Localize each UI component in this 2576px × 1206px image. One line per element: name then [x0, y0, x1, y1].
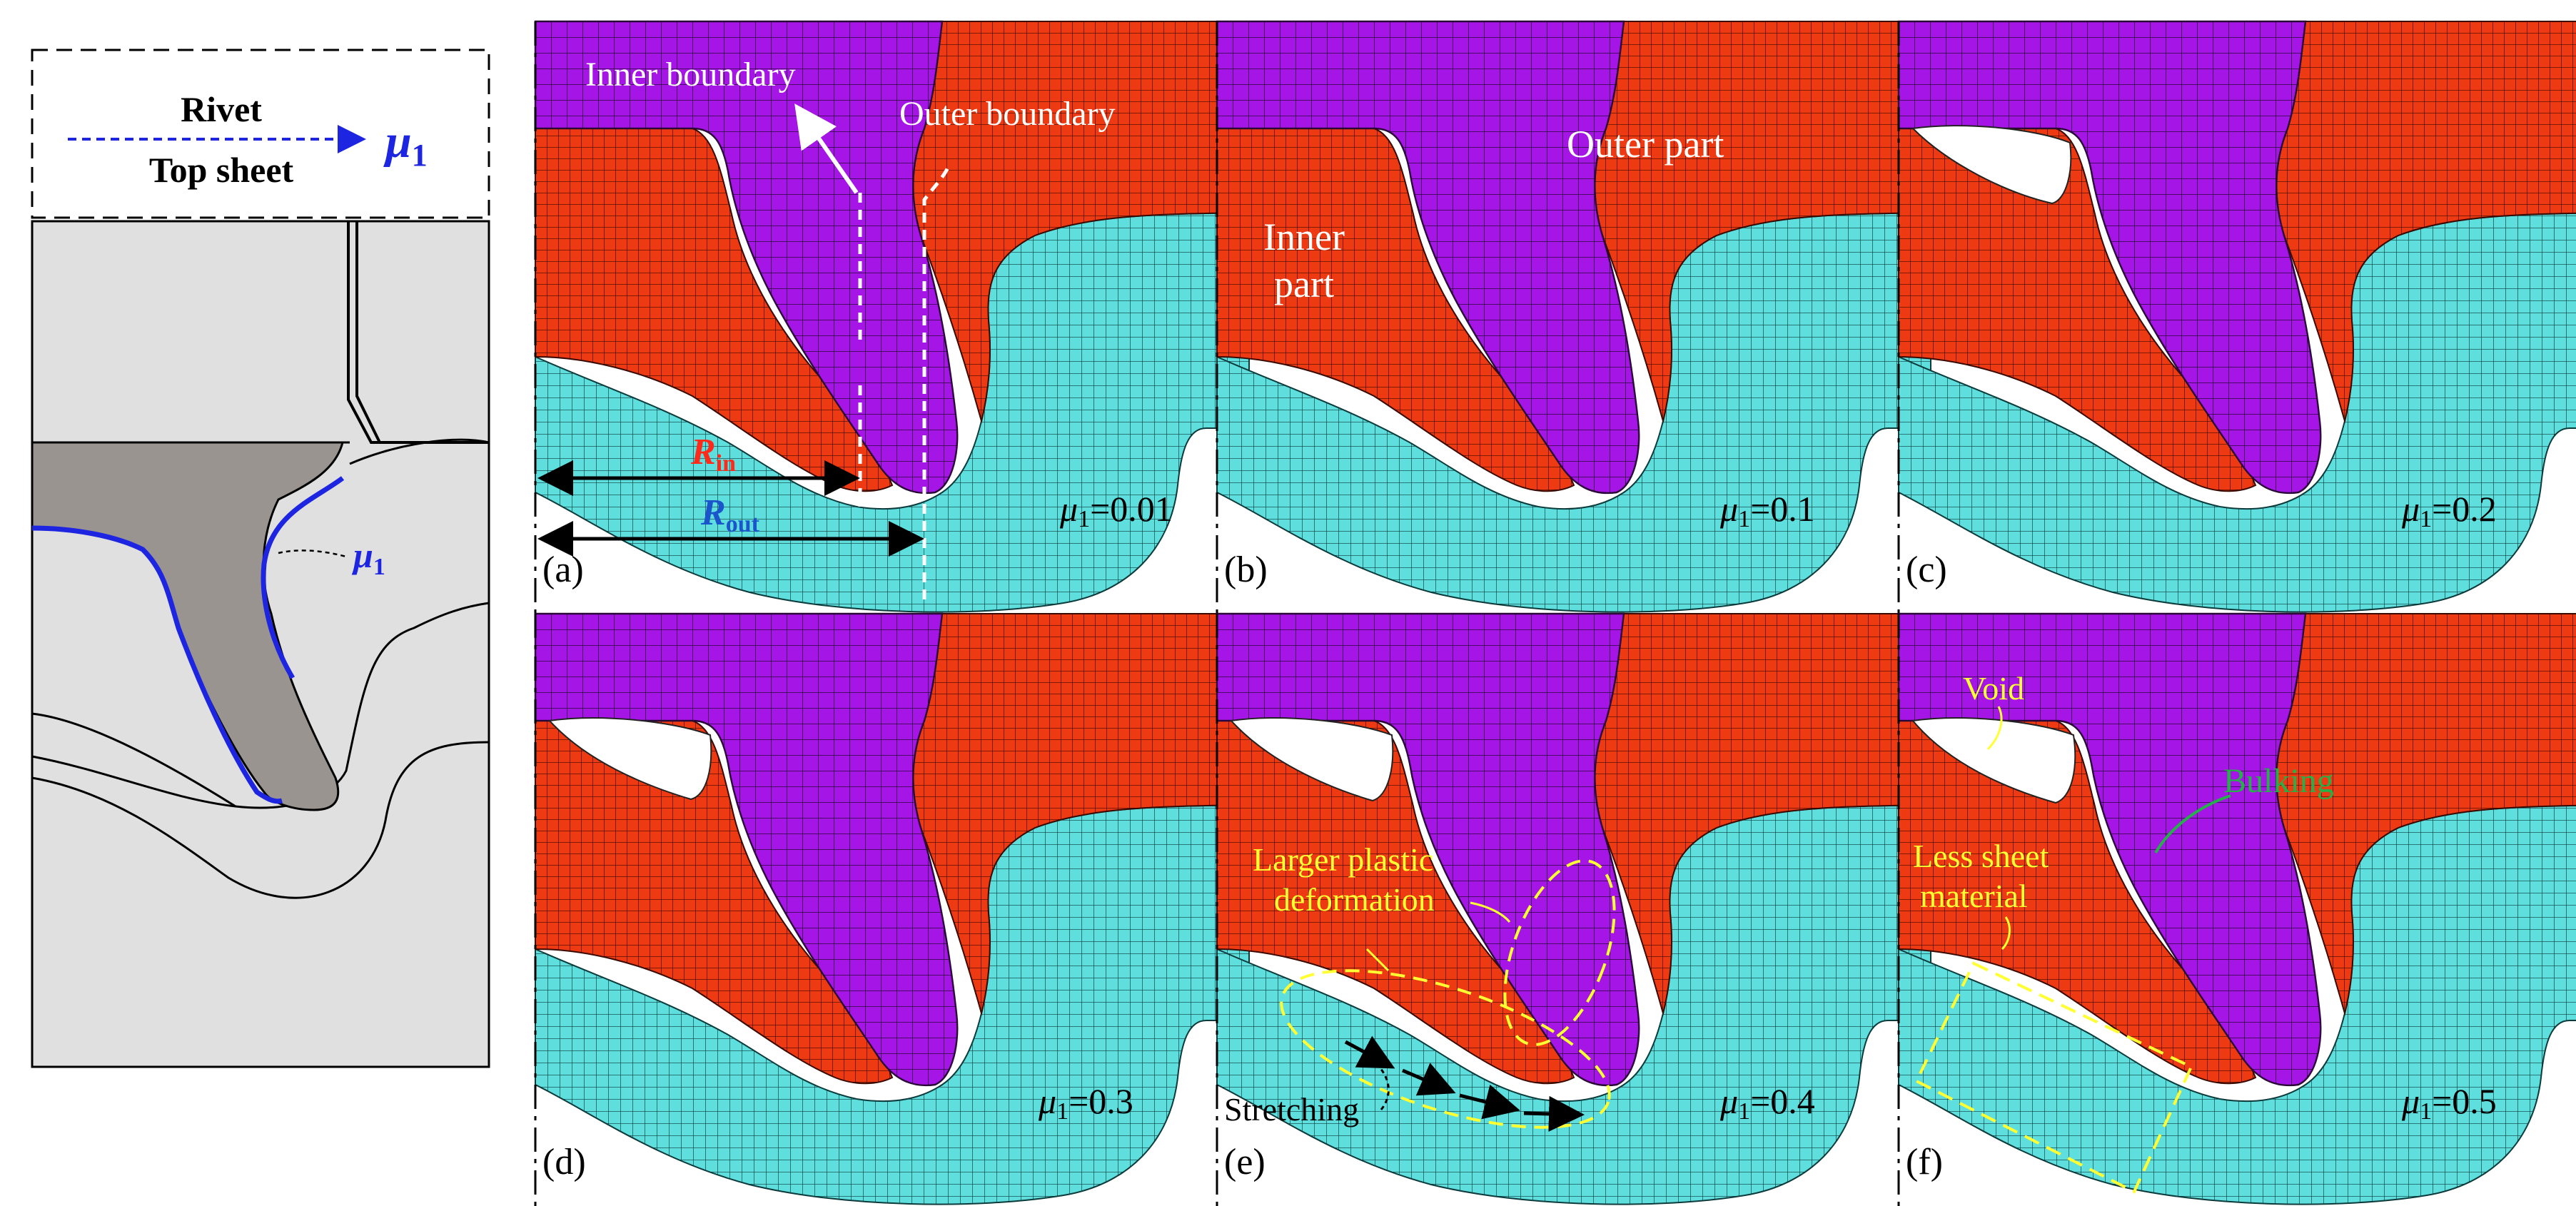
- right-arrow-icon: [1344, 1035, 1395, 1069]
- bulking-label: Bulking: [2223, 762, 2334, 800]
- schematic-mu-label: μ1: [351, 535, 385, 580]
- panel-label-c: (c): [1906, 549, 1947, 590]
- less-sheet-leader: [2001, 916, 2011, 951]
- panel-label-a: (a): [542, 549, 584, 590]
- schematic-bottom-sheet-outline: [31, 712, 490, 899]
- bulking-leader: [2154, 794, 2231, 853]
- stretching-leader: [1366, 1055, 1390, 1110]
- fe-mesh-d: [534, 612, 1251, 1206]
- r-out-label: Rout: [700, 492, 760, 537]
- larger-plastic-label: Larger plastic deformation: [1253, 841, 1442, 918]
- legend-mu-label: μ1: [383, 116, 428, 173]
- panel-c: μ1=0.2 (c): [1897, 20, 2576, 615]
- mu-value-c: μ1=0.2: [2401, 489, 2497, 532]
- panel-label-e: (e): [1224, 1142, 1266, 1182]
- mu-label-leader: [278, 549, 347, 558]
- panel-e: Larger plastic deformation Stretching μ1…: [1216, 612, 1932, 1206]
- mu-value-f: μ1=0.5: [2401, 1081, 2497, 1125]
- stretch-arrow-3: [1459, 1084, 1520, 1120]
- stretch-arrow-2: [1402, 1063, 1456, 1096]
- inner-part-label: Inner part: [1263, 216, 1354, 305]
- legend-top-sheet-label: Top sheet: [149, 150, 294, 190]
- mu-value-b: μ1=0.1: [1719, 489, 1815, 532]
- inner-boundary-arrow: [794, 103, 859, 194]
- panel-f: Void Bulking Less sheet material μ1=0.5 …: [1897, 612, 2576, 1206]
- void-label: Void: [1963, 670, 2024, 706]
- void-d: [547, 717, 712, 801]
- panel-label-f: (f): [1906, 1142, 1943, 1182]
- stretch-arrow-4: [1523, 1095, 1585, 1132]
- less-sheet-label: Less sheet material: [1913, 838, 2057, 914]
- void-c: [1911, 125, 2072, 205]
- mu-value-d: μ1=0.3: [1038, 1081, 1133, 1125]
- larger-plastic-leader-lower: [1365, 948, 1390, 972]
- larger-plastic-leader: [1470, 901, 1511, 923]
- void-e: [1229, 717, 1394, 802]
- panel-label-d: (d): [542, 1142, 586, 1182]
- void-f: [1911, 717, 2076, 804]
- panel-d: μ1=0.3 (d): [534, 612, 1251, 1206]
- legend-box: [31, 49, 490, 219]
- panel-b: Outer part Inner part μ1=0.1 (b): [1216, 20, 1932, 615]
- panel-a: Inner boundary Outer boundary Rin Rout μ…: [534, 20, 1251, 615]
- legend-rivet-label: Rivet: [181, 89, 262, 129]
- mu-value-a: μ1=0.01: [1059, 489, 1173, 532]
- schematic-panel: Rivet Top sheet μ1 μ1: [31, 49, 490, 1068]
- r-in-label: Rin: [690, 432, 736, 477]
- outer-boundary-label: Outer boundary: [899, 95, 1116, 133]
- fe-mesh-b: [1216, 20, 1932, 615]
- outer-part-label: Outer part: [1567, 123, 1724, 166]
- friction-interface-line: [31, 476, 345, 804]
- inner-boundary-label: Inner boundary: [585, 56, 796, 93]
- deformation-outline-upper: [1503, 859, 1616, 1046]
- mu-value-e: μ1=0.4: [1719, 1081, 1815, 1125]
- panel-label-b: (b): [1224, 549, 1268, 590]
- outer-boundary-marker: [922, 163, 951, 599]
- stretching-label: Stretching: [1224, 1091, 1359, 1128]
- less-sheet-outline: [1914, 961, 2193, 1194]
- void-leader: [1986, 706, 2003, 751]
